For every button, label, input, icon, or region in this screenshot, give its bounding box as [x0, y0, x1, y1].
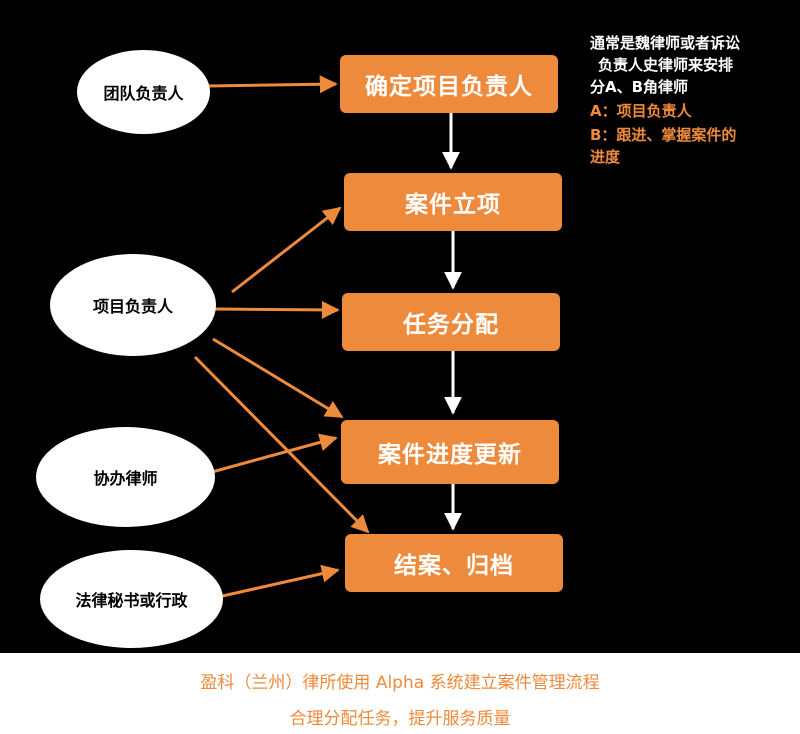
side-note: 通常是魏律师或者诉讼 负责人史律师来安排 分A、B角律师 A：项目负责人 B：跟…	[590, 32, 795, 168]
diagram-canvas: 团队负责人 项目负责人 协办律师 法律秘书或行政 确定项目负责人 案件立项 任务…	[0, 0, 800, 653]
caption-line-2: 合理分配任务，提升服务质量	[289, 709, 511, 729]
role-project-leader: 项目负责人	[50, 254, 216, 356]
arrow-project-to-step3	[212, 300, 340, 319]
step-3-label: 任务分配	[403, 312, 499, 338]
role-assistant-lawyer-label: 协办律师	[93, 469, 158, 488]
note-line-3: 分A、B角律师	[590, 78, 689, 96]
note-line-2: 负责人史律师来安排	[598, 56, 734, 74]
arrow-project-to-step5	[193, 355, 370, 534]
step-4-label: 案件进度更新	[378, 442, 522, 468]
arrow-project-to-step4	[212, 337, 344, 419]
arrow-secretary-to-step5	[217, 564, 340, 599]
role-legal-secretary: 法律秘书或行政	[40, 550, 223, 648]
note-line-6: 进度	[590, 148, 621, 166]
step-2-label: 案件立项	[405, 192, 501, 218]
step-progress-update: 案件进度更新	[341, 420, 559, 484]
step-task-assignment: 任务分配	[342, 293, 560, 351]
role-assistant-lawyer: 协办律师	[36, 427, 215, 527]
step-close-archive: 结案、归档	[345, 534, 563, 592]
step-1-label: 确定项目负责人	[365, 74, 533, 100]
step-case-filing: 案件立项	[344, 173, 562, 231]
role-project-leader-label: 项目负责人	[92, 297, 173, 316]
role-legal-secretary-label: 法律秘书或行政	[75, 591, 188, 610]
arrows-layer	[193, 75, 462, 599]
role-team-leader-label: 团队负责人	[103, 84, 184, 103]
step-5-label: 结案、归档	[394, 553, 514, 579]
role-team-leader: 团队负责人	[77, 50, 210, 134]
caption-line-1: 盈科（兰州）律所使用 Alpha 系统建立案件管理流程	[200, 673, 600, 693]
note-line-4: A：项目负责人	[590, 102, 692, 120]
arrow-assistant-to-step4	[211, 433, 338, 474]
arrow-team-to-step1	[206, 75, 338, 94]
arrow-project-to-step2	[231, 206, 342, 294]
note-line-5: B：跟进、掌握案件的	[590, 126, 737, 144]
step-confirm-project-leader: 确定项目负责人	[340, 55, 558, 113]
note-line-1: 通常是魏律师或者诉讼	[590, 34, 741, 52]
